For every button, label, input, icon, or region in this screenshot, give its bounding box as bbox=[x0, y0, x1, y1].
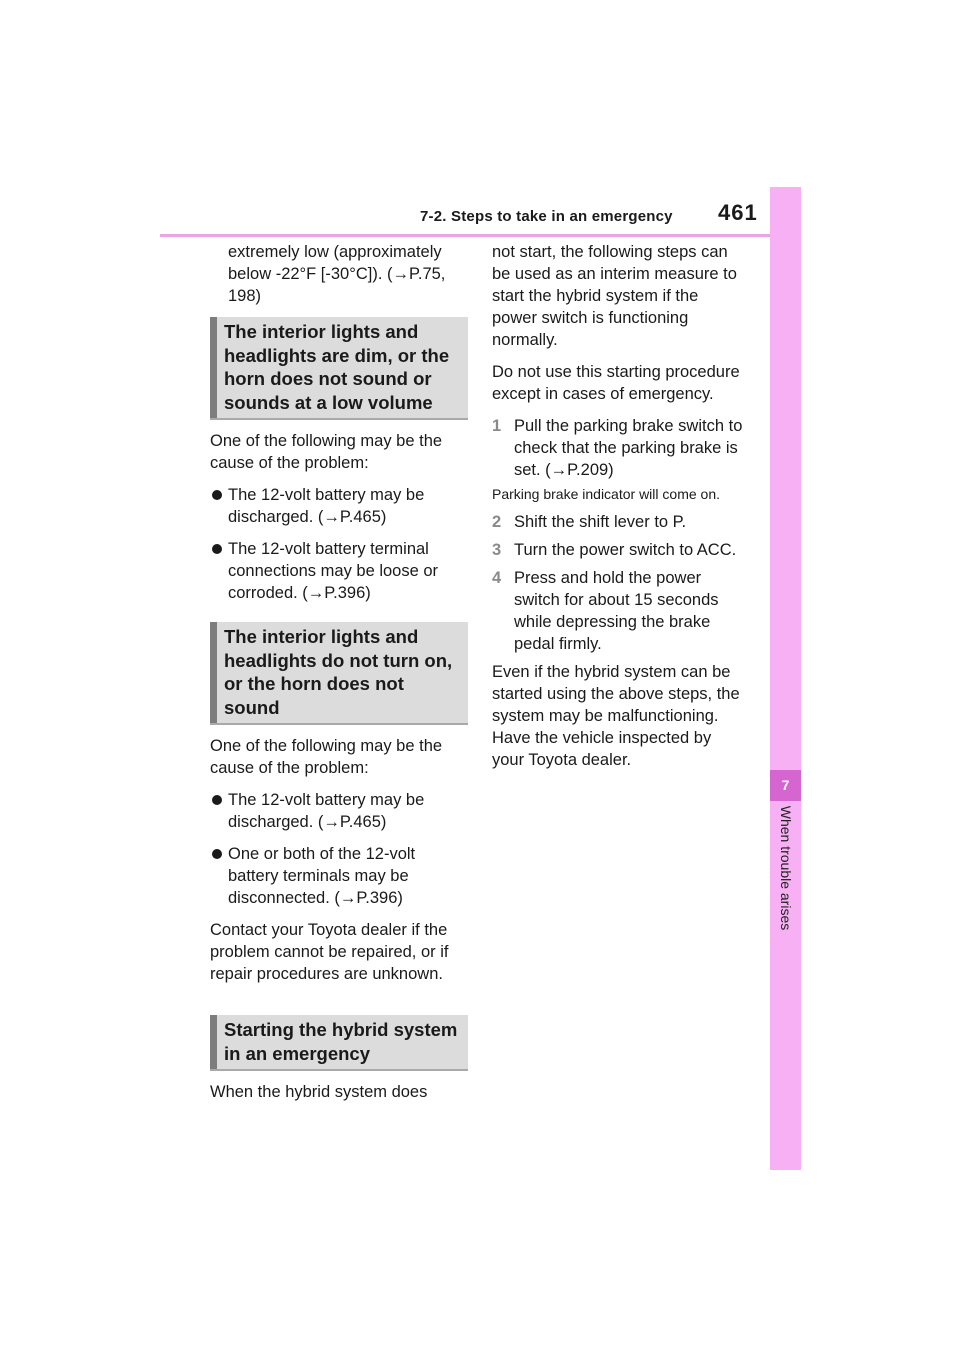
intro-text: extremely low (approximately below -22°F… bbox=[228, 243, 446, 305]
bullet-item: The 12-volt battery may be discharged. (… bbox=[210, 789, 468, 833]
step-text: Press and hold the power switch for abou… bbox=[514, 569, 719, 653]
step-text: Turn the power switch to ACC. bbox=[514, 541, 737, 559]
step-number: 1 bbox=[492, 417, 502, 435]
step-text: Pull the parking brake switch to check t… bbox=[514, 417, 743, 479]
bullet-text: The 12-volt battery may be discharged. (… bbox=[228, 486, 425, 526]
step-item: 2 Shift the shift lever to P. bbox=[492, 511, 747, 533]
step-item: 4 Press and hold the power switch for abo… bbox=[492, 567, 747, 655]
bullet-text: The 12-volt battery may be discharged. (… bbox=[228, 791, 425, 831]
step-number: 2 bbox=[492, 513, 502, 531]
chapter-number-badge: 7 bbox=[770, 770, 801, 801]
chapter-side-tab bbox=[770, 187, 801, 1170]
step-item: 1 Pull the parking brake switch to check … bbox=[492, 415, 747, 481]
bullet-dot-icon bbox=[212, 795, 222, 805]
heading-no-lights: The interior lights and headlights do no… bbox=[210, 622, 468, 725]
step-number: 4 bbox=[492, 569, 502, 587]
heading-dim-lights: The interior lights and headlights are d… bbox=[210, 317, 468, 420]
bullet-dot-icon bbox=[212, 490, 222, 500]
left-column: extremely low (approximately below -22°F… bbox=[210, 241, 468, 1113]
heading-emergency-start: Starting the hybrid system in an emergen… bbox=[210, 1015, 468, 1071]
step-item: 3 Turn the power switch to ACC. bbox=[492, 539, 747, 561]
cause-text: One of the following may be the cause of… bbox=[210, 432, 443, 472]
bullet-text: One or both of the 12-volt battery termi… bbox=[228, 845, 416, 907]
warning-text: Do not use this starting procedure excep… bbox=[492, 363, 740, 403]
bullet-dot-icon bbox=[212, 544, 222, 554]
chapter-title: When trouble arises bbox=[778, 805, 794, 931]
header-rule bbox=[160, 234, 770, 237]
bullet-item: The 12-volt battery may be discharged. (… bbox=[210, 484, 468, 528]
bullet-text: The 12-volt battery terminal connections… bbox=[228, 540, 439, 602]
page-number: 461 bbox=[718, 200, 758, 225]
cause-text: One of the following may be the cause of… bbox=[210, 737, 443, 777]
continued-text: not start, the following steps can be us… bbox=[492, 243, 737, 349]
bullet-item: The 12-volt battery terminal connections… bbox=[210, 538, 468, 604]
closing-text: Even if the hybrid system can be started… bbox=[492, 663, 740, 769]
right-column: not start, the following steps can be us… bbox=[492, 241, 747, 781]
step-number: 3 bbox=[492, 541, 502, 559]
contact-dealer-text: Contact your Toyota dealer if the proble… bbox=[210, 921, 449, 983]
step-text: Shift the shift lever to P. bbox=[514, 513, 687, 531]
bullet-dot-icon bbox=[212, 849, 222, 859]
when-text: When the hybrid system does bbox=[210, 1083, 428, 1101]
bullet-item: One or both of the 12-volt battery termi… bbox=[210, 843, 468, 909]
step-note: Parking brake indicator will come on. bbox=[492, 486, 720, 502]
section-title: 7-2. Steps to take in an emergency bbox=[420, 208, 673, 225]
